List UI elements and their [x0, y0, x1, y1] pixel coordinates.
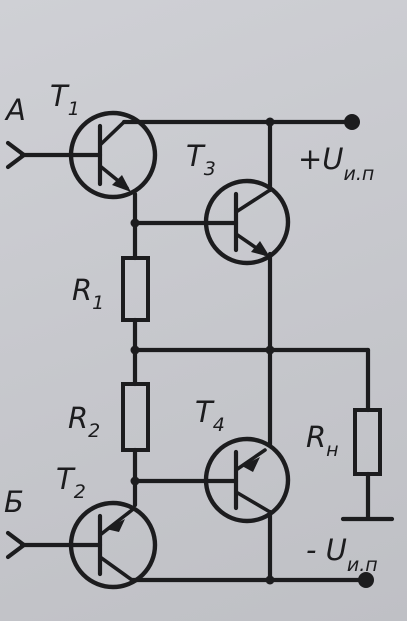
label-rn: Rн	[306, 420, 339, 461]
t3-body	[203, 178, 291, 266]
t3-collector-lead	[234, 188, 272, 214]
t4-collector-lead	[234, 490, 272, 514]
label-r1: R1	[72, 273, 105, 314]
label-t4: T4	[195, 395, 225, 436]
resistor-rn	[353, 408, 382, 476]
label-t3: T3	[186, 139, 216, 180]
t3-emitter-arrow	[251, 241, 270, 257]
t2-collector-lead	[98, 555, 134, 582]
resistor-r2	[121, 382, 150, 452]
t4-body	[203, 436, 291, 524]
label-input-a: A	[6, 93, 26, 127]
label-v-plus: +Uи.п	[298, 142, 375, 185]
label-r2: R2	[68, 401, 101, 442]
input-a-arrow	[5, 140, 27, 170]
t2-emitter-lead	[98, 508, 134, 537]
bottom-terminal	[358, 572, 374, 588]
transistor-t3	[203, 178, 291, 266]
input-b-arrow	[5, 530, 27, 560]
junction-bottom-rail	[265, 575, 275, 585]
label-t1: T1	[50, 79, 80, 120]
t4-emitter-lead	[234, 448, 267, 472]
t2-emitter-arrow	[106, 519, 125, 532]
t4-emitter-arrow	[242, 457, 260, 472]
label-t2: T2	[56, 462, 86, 503]
t1-collector-lead	[98, 120, 126, 147]
label-v-minus: - Uи.п	[306, 533, 378, 576]
resistor-r1	[121, 256, 150, 322]
top-terminal	[344, 114, 360, 130]
label-input-b: Б	[4, 485, 24, 519]
transistor-t4	[203, 436, 291, 524]
t1-emitter-arrow	[112, 175, 131, 192]
